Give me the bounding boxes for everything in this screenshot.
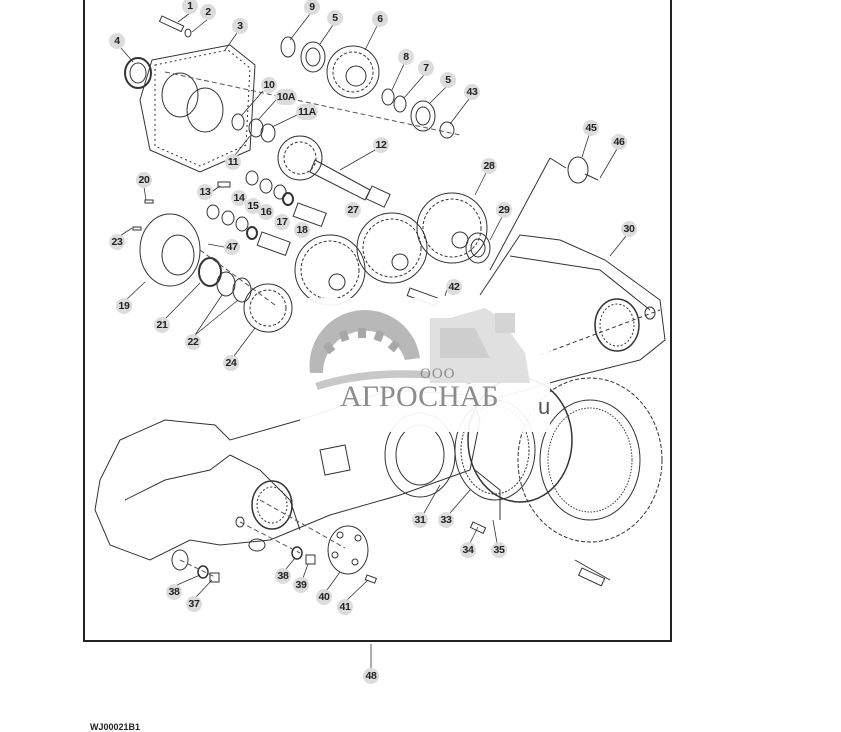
callout-label: 8 bbox=[398, 49, 414, 65]
callout-label: 6 bbox=[372, 11, 388, 27]
callout-label: 17 bbox=[274, 214, 290, 230]
callout-label: 1 bbox=[182, 0, 198, 14]
callout-label: 39 bbox=[293, 577, 309, 593]
callout-label: 24 bbox=[223, 355, 239, 371]
figure-caption: WJ00021B1 bbox=[90, 722, 141, 732]
callout-label: 10A bbox=[275, 89, 297, 105]
callout-label: 28 bbox=[481, 158, 497, 174]
callout-label: 29 bbox=[496, 202, 512, 218]
callout-label: 4 bbox=[109, 33, 125, 49]
callout-label: 19 bbox=[116, 298, 132, 314]
callout-label: 21 bbox=[154, 317, 170, 333]
callout-label: 45 bbox=[583, 120, 599, 136]
callout-label: 38 bbox=[275, 568, 291, 584]
watermark-panel bbox=[300, 298, 550, 432]
callout-label: 5 bbox=[327, 10, 343, 26]
callout-label: 27 bbox=[345, 202, 361, 218]
watermark-prefix: ООО bbox=[420, 366, 456, 382]
callout-label: 34 bbox=[460, 542, 476, 558]
watermark-company-name: АГРОСНАБ bbox=[340, 380, 499, 413]
callout-label: 40 bbox=[316, 589, 332, 605]
bolt-icon bbox=[158, 15, 185, 33]
callout-label: 37 bbox=[186, 596, 202, 612]
diagram-frame bbox=[83, 0, 672, 642]
callout-label: 2 bbox=[200, 4, 216, 20]
callout-label: 15 bbox=[245, 198, 261, 214]
callout-label: 47 bbox=[224, 239, 240, 255]
callout-label: 12 bbox=[373, 137, 389, 153]
callout-label: 43 bbox=[464, 84, 480, 100]
callout-label: 9 bbox=[304, 0, 320, 15]
agrosnab-logo-icon bbox=[309, 308, 530, 390]
callout-label: 42 bbox=[446, 279, 462, 295]
callout-label: 33 bbox=[438, 512, 454, 528]
watermark-trailing-char: u bbox=[538, 394, 551, 419]
callout-label: 5 bbox=[440, 72, 456, 88]
callout-label: 30 bbox=[621, 221, 637, 237]
callout-label: 41 bbox=[337, 599, 353, 615]
callout-label: 7 bbox=[418, 60, 434, 76]
callout-label: 11A bbox=[296, 104, 318, 120]
callout-label: 31 bbox=[412, 512, 428, 528]
callout-label: 23 bbox=[109, 234, 125, 250]
callout-label: 11 bbox=[225, 154, 241, 170]
callout-label: 14 bbox=[231, 190, 247, 206]
callout-label: 35 bbox=[491, 542, 507, 558]
callout-label: 46 bbox=[611, 134, 627, 150]
callout-label: 18 bbox=[294, 222, 310, 238]
callout-label: 20 bbox=[136, 172, 152, 188]
callout-label: 48 bbox=[363, 668, 379, 684]
callout-label: 16 bbox=[258, 204, 274, 220]
callout-label: 22 bbox=[185, 334, 201, 350]
callout-label: 3 bbox=[232, 18, 248, 34]
callout-label: 38 bbox=[166, 584, 182, 600]
callout-label: 13 bbox=[197, 184, 213, 200]
callout-label: 10 bbox=[261, 77, 277, 93]
